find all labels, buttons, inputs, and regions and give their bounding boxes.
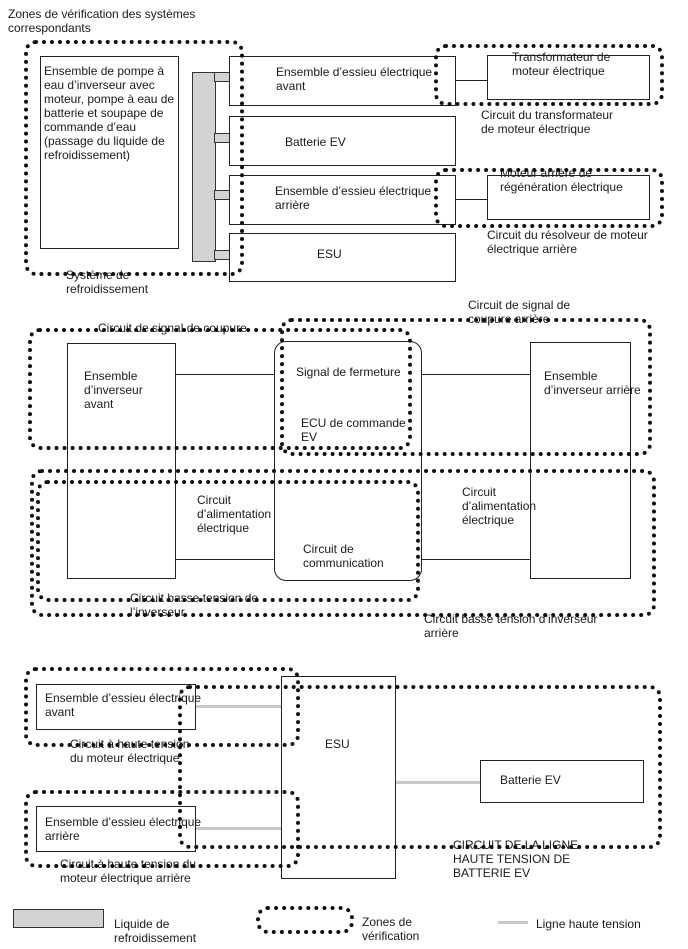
front-lv-label: Circuit basse tension de l’inverseur [130, 591, 259, 619]
zone-title: Zones de vérification des systèmes corre… [8, 7, 196, 35]
hv-battery-circuit-label: CIRCUIT DE LA LIGNE HAUTE TENSION DE BAT… [453, 838, 579, 880]
coolant-branch-battery [214, 133, 230, 143]
esu-label: ESU [317, 247, 342, 261]
front-axle-box: Ensemble d’essieu électrique avant [229, 56, 456, 106]
rear-cutoff-label: Circuit de signal de coupure arrière [468, 298, 571, 326]
rear-axle-label: Ensemble d’essieu électrique arrière [275, 184, 432, 212]
front-inverter-label: Ensemble d’inverseur avant [84, 369, 143, 411]
rear-signal-line [422, 374, 530, 375]
front-cutoff-label: Circuit de signal de coupure [98, 321, 247, 335]
transformer-box: Transformateur de moteur électrique [487, 50, 650, 100]
hv-front-axle-box: Ensemble d’essieu électrique avant [36, 684, 201, 730]
power-left-label: Circuit d’alimentation électrique [197, 493, 272, 535]
esu-box: ESU [229, 233, 456, 282]
rear-inverter-label: Ensemble d’inverseur arrière [544, 369, 641, 397]
cooling-system-label: Système de refroidissement [66, 268, 149, 296]
legend-hv-label: Ligne haute tension [536, 917, 641, 931]
coolant-branch-rear-axle [214, 190, 230, 200]
power-right-label: Circuit d’alimentation électrique [462, 485, 537, 527]
rear-axle-box: Ensemble d’essieu électrique arrière [229, 175, 456, 225]
legend-coolant-label: Liquide de refroidissement [114, 917, 197, 945]
hv-battery-box: Batterie EV [480, 760, 644, 803]
coolant-branch-esu [214, 250, 230, 260]
hv-rear-axle-box: Ensemble d’essieu électrique arrière [36, 806, 201, 852]
battery-box: Batterie EV [229, 116, 456, 166]
front-signal-line [176, 374, 274, 375]
hv-esu-label: ESU [325, 737, 350, 751]
hv-esu-box: ESU [281, 676, 396, 879]
front-axle-label: Ensemble d’essieu électrique avant [276, 65, 433, 93]
hv-front-circuit-label: Circuit à haute tension du moteur électr… [70, 737, 190, 765]
legend-coolant-swatch [13, 909, 104, 928]
rear-inverter-box: Ensemble d’inverseur arrière [530, 342, 641, 579]
hv-line-rear [196, 827, 281, 830]
ecu-box: Signal de fermeture ECU de commande EV C… [274, 341, 422, 581]
coolant-branch-front-axle [214, 72, 230, 82]
hv-rear-circuit-label: Circuit à haute tension du moteur électr… [60, 857, 197, 885]
transformer-label: Transformateur de moteur électrique [512, 50, 611, 78]
legend-zone-label: Zones de vérification [362, 915, 420, 943]
ecu-label: ECU de commande EV [301, 416, 406, 444]
communication-label: Circuit de communication [303, 542, 384, 570]
hv-line-front [196, 705, 281, 708]
resolver-box: Moteur arrière de régénération électriqu… [487, 166, 650, 220]
hv-line-battery [396, 781, 480, 784]
resolver-circuit-label: Circuit du résolveur de moteur électriqu… [487, 228, 648, 256]
coolant-trunk [192, 72, 216, 262]
pump-assembly-box: Ensemble de pompe à eau d’inverseur avec… [40, 56, 179, 249]
resolver-label: Moteur arrière de régénération électriqu… [500, 166, 623, 194]
hv-front-axle-label: Ensemble d’essieu électrique avant [45, 691, 202, 719]
pump-assembly-label: Ensemble de pompe à eau d’inverseur avec… [44, 64, 175, 162]
resolver-link [456, 199, 487, 200]
battery-label: Batterie EV [285, 135, 346, 149]
hv-battery-label: Batterie EV [500, 773, 561, 787]
transformer-circuit-label: Circuit du transformateur de moteur élec… [481, 108, 614, 136]
front-inverter-box: Ensemble d’inverseur avant [67, 343, 176, 579]
front-power-line [176, 559, 274, 560]
closing-signal-label: Signal de fermeture [296, 365, 401, 379]
legend-hv-swatch [498, 921, 528, 924]
hv-rear-axle-label: Ensemble d’essieu électrique arrière [45, 815, 202, 843]
rear-power-line [422, 559, 530, 560]
rear-lv-label: Circuit basse tension d’inverseur arrièr… [424, 612, 598, 640]
legend-zone-swatch [256, 906, 354, 934]
transformer-link [456, 80, 487, 81]
